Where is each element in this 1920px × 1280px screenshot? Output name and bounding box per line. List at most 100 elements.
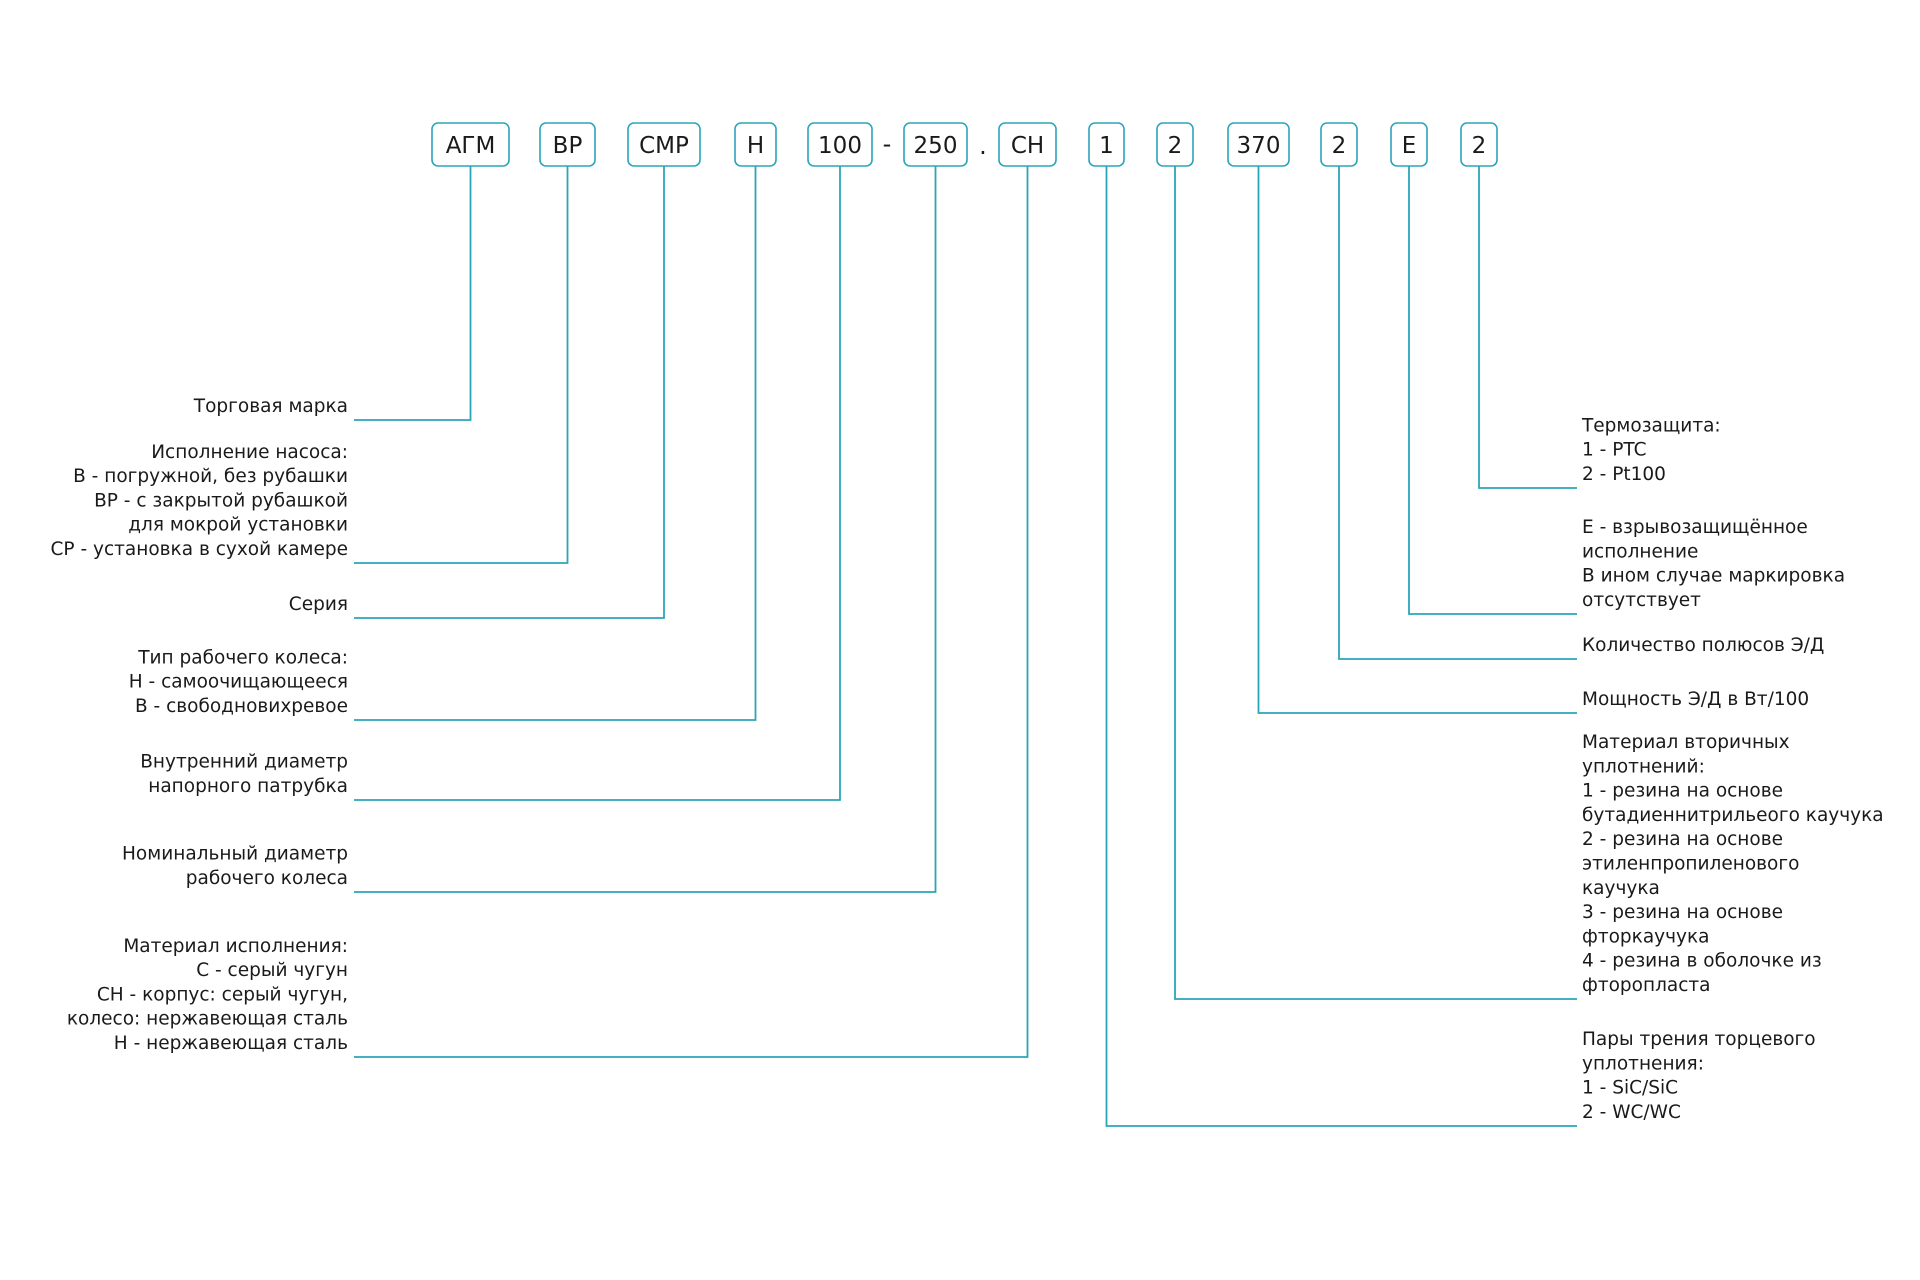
description-line: этиленпропиленового: [1582, 854, 1799, 875]
description-line: каучука: [1582, 878, 1660, 899]
description-line: Пары трения торцевого: [1582, 1029, 1816, 1050]
code-box-label: АГМ: [446, 133, 496, 159]
code-box-label: 100: [818, 133, 862, 159]
description-line: Термозащита:: [1581, 415, 1721, 436]
description-line: Номинальный диаметр: [122, 844, 348, 865]
connector-line: [354, 166, 665, 619]
code-box: 2: [1460, 122, 1498, 167]
code-box: Е: [1390, 122, 1428, 167]
description-line: 2 - WC/WC: [1582, 1102, 1681, 1123]
description-line: Мощность Э/Д в Вт/100: [1582, 689, 1809, 710]
connector-line: [354, 166, 757, 721]
code-box-label: ВР: [553, 133, 583, 159]
description-line: Тип рабочего колеса:: [137, 647, 348, 668]
description-line: бутадиеннитрильеого каучука: [1582, 805, 1884, 826]
code-box: 2: [1156, 122, 1194, 167]
code-box-label: 1: [1099, 133, 1114, 159]
code-box: 100: [807, 122, 873, 167]
description-line: Торговая марка: [193, 396, 348, 417]
connector-line: [354, 166, 472, 421]
connector-line: [1478, 166, 1577, 489]
code-box-label: СМР: [639, 133, 689, 159]
connector-line: [1408, 166, 1577, 615]
right-description: Термозащита: 1 - PTC 2 - Pt100: [1581, 415, 1721, 485]
connector-lines: [354, 166, 1577, 1127]
code-box: 250: [903, 122, 968, 167]
description-line: 3 - резина на основе: [1582, 902, 1783, 923]
designation-code-row: АГМ ВР СМР Н 100 250 СН 1 2 370 2 Е 2 -.: [431, 122, 1498, 167]
description-line: уплотнения:: [1582, 1053, 1704, 1074]
description-line: 1 - резина на основе: [1582, 781, 1783, 802]
description-line: В ином случае маркировка: [1582, 566, 1845, 587]
description-line: СН - корпус: серый чугун,: [97, 984, 348, 1005]
right-description: Количество полюсов Э/Д: [1582, 635, 1824, 656]
description-line: фторопласта: [1582, 975, 1711, 996]
code-box: 370: [1227, 122, 1290, 167]
left-description: Номинальный диаметр рабочего колеса: [122, 844, 348, 889]
code-separator: .: [979, 132, 987, 160]
description-line: для мокрой установки: [128, 515, 348, 536]
description-line: В - погружной, без рубашки: [73, 466, 348, 487]
description-line: Серия: [289, 594, 348, 615]
code-box-label: 250: [914, 133, 958, 159]
description-line: Внутренний диаметр: [140, 752, 348, 773]
code-box-label: 2: [1332, 133, 1347, 159]
connector-line: [1105, 166, 1577, 1127]
description-line: уплотнений:: [1582, 756, 1705, 777]
description-line: Материал исполнения:: [123, 936, 348, 957]
connector-line: [354, 166, 569, 564]
code-box-label: 2: [1168, 133, 1183, 159]
description-line: Е - взрывозащищённое: [1582, 517, 1808, 538]
right-descriptions: Термозащита: 1 - PTC 2 - Pt100 Е - взрывоза…: [1581, 415, 1884, 1123]
left-description: Исполнение насоса: В - погружной, без руб…: [51, 442, 349, 560]
description-line: 4 - резина в оболочке из: [1582, 951, 1822, 972]
connector-line: [354, 166, 937, 893]
code-box: СМР: [627, 122, 701, 167]
description-line: С - серый чугун: [196, 960, 348, 981]
code-box: АГМ: [431, 122, 510, 167]
description-line: 2 - Pt100: [1582, 464, 1666, 485]
right-description: Пары трения торцевого уплотнения: 1 - SiC/…: [1582, 1029, 1816, 1123]
code-box: 2: [1320, 122, 1358, 167]
left-description: Тип рабочего колеса:Н - самоочищающеесяВ…: [129, 647, 348, 717]
description-line: рабочего колеса: [186, 868, 348, 889]
description-line: СР - установка в сухой камере: [51, 539, 349, 560]
description-line: Исполнение насоса:: [151, 442, 348, 463]
description-line: исполнение: [1582, 541, 1698, 562]
description-line: фторкаучука: [1582, 926, 1710, 947]
code-box-label: 370: [1237, 133, 1281, 159]
code-box: 1: [1088, 122, 1125, 167]
description-line: В - свободновихревое: [135, 696, 348, 717]
description-line: 2 - резина на основе: [1582, 829, 1783, 850]
connector-line: [1338, 166, 1577, 660]
left-description: Серия: [289, 594, 348, 615]
code-separator: -: [883, 130, 892, 158]
code-box-label: 2: [1472, 133, 1487, 159]
code-box: ВР: [539, 122, 596, 167]
description-line: 1 - SiC/SiC: [1582, 1078, 1678, 1099]
right-description: Е - взрывозащищённое исполнение В ином слу…: [1582, 517, 1845, 611]
code-box: СН: [998, 122, 1057, 167]
left-description: Внутренний диаметр напорного патрубка: [140, 752, 348, 797]
code-box-label: Е: [1402, 133, 1417, 159]
code-box-label: СН: [1011, 133, 1044, 159]
description-line: Н - нержавеющая сталь: [114, 1033, 348, 1054]
code-box-label: Н: [747, 133, 764, 159]
description-line: Количество полюсов Э/Д: [1582, 635, 1824, 656]
description-line: ВР - с закрытой рубашкой: [94, 490, 348, 511]
connector-line: [354, 166, 841, 801]
description-line: колесо: нержавеющая сталь: [67, 1009, 348, 1030]
description-line: отсутствует: [1582, 590, 1701, 611]
connector-line: [354, 166, 1029, 1058]
code-box: Н: [734, 122, 777, 167]
description-line: 1 - PTC: [1582, 440, 1647, 461]
description-line: напорного патрубка: [148, 776, 348, 797]
right-description: Мощность Э/Д в Вт/100: [1582, 689, 1809, 710]
left-description: Материал исполнения: С - серый чугун СН - …: [67, 936, 348, 1054]
connector-line: [1174, 166, 1577, 1000]
connector-line: [1257, 166, 1577, 714]
left-description: Торговая марка: [193, 396, 348, 417]
